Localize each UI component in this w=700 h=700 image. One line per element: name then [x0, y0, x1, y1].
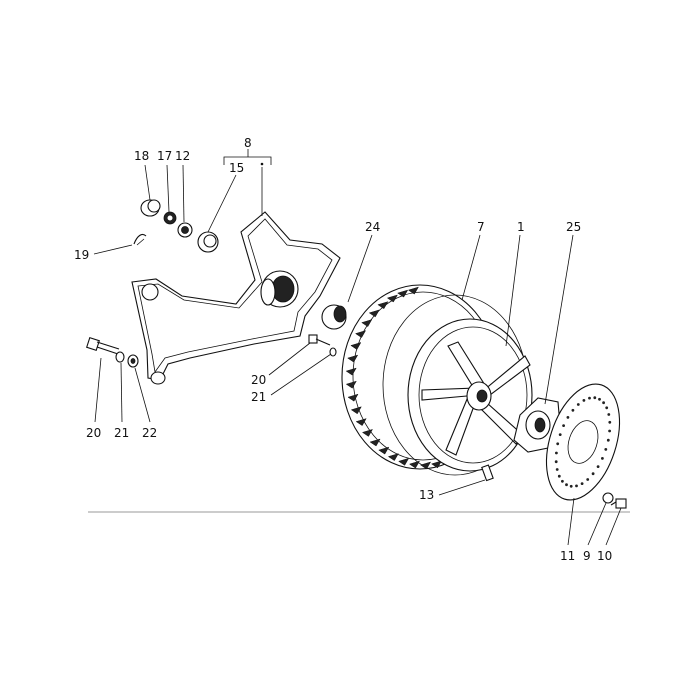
callout-25: 25 — [566, 220, 581, 234]
callout-20-center: 20 — [251, 373, 266, 387]
callout-bracket-8 — [223, 149, 272, 166]
disc-hole — [556, 442, 560, 446]
callout-10: 10 — [597, 549, 612, 563]
tread-mark — [369, 438, 381, 447]
disc-hole — [561, 479, 564, 483]
tread-mark — [386, 294, 398, 303]
tread-mark — [347, 393, 359, 402]
disc-hole — [558, 433, 562, 436]
disc-hole — [582, 399, 586, 402]
disc-hole — [605, 406, 609, 410]
disc-hole — [606, 438, 610, 442]
tread-mark — [355, 418, 367, 426]
disc-hole — [575, 484, 578, 488]
tread-mark — [361, 319, 373, 327]
wheel-rim-1 — [407, 318, 533, 472]
disc-hole — [562, 424, 565, 427]
pin-19 — [133, 233, 147, 246]
tread-mark — [377, 301, 389, 310]
bushing-18 — [140, 199, 161, 217]
tread-mark — [398, 457, 410, 466]
spacer-24 — [321, 304, 347, 330]
disc-hole — [596, 465, 600, 468]
disc-hole — [604, 448, 608, 451]
tread-mark — [397, 289, 409, 298]
bearing-15 — [197, 231, 219, 253]
tread-mark — [347, 354, 359, 363]
swing-arm-8 — [131, 211, 341, 385]
disc-hole — [608, 429, 611, 433]
disc-hole — [593, 396, 597, 400]
callout-labels: 18 17 12 15 8 19 24 7 1 25 20 21 20 21 2… — [74, 136, 612, 563]
leader-lines — [93, 164, 622, 546]
disc-hole — [607, 413, 611, 416]
bolt-20-center — [308, 334, 331, 346]
callout-21-left: 21 — [114, 426, 129, 440]
tread-mark — [345, 380, 357, 389]
disc-hole — [601, 457, 604, 460]
valve-13 — [481, 464, 494, 482]
callout-15: 15 — [229, 161, 244, 175]
disc-hole — [588, 396, 591, 400]
tread-mark — [361, 428, 374, 437]
tread-mark — [355, 330, 367, 338]
disc-hole — [608, 420, 612, 424]
tread-mark — [345, 367, 357, 376]
tread-mark — [350, 342, 362, 350]
brake-disc-11 — [545, 383, 621, 501]
tread-mark — [408, 460, 421, 469]
tread-mark — [420, 461, 432, 470]
bolt-20-left — [86, 337, 120, 355]
disc-hole — [557, 474, 561, 478]
callout-11: 11 — [560, 549, 575, 563]
callout-24: 24 — [365, 220, 380, 234]
washer-21-center — [329, 347, 337, 357]
washer-22-left — [127, 354, 139, 368]
callout-13: 13 — [419, 488, 434, 502]
disc-hole — [555, 468, 559, 471]
disc-hole — [565, 483, 568, 487]
callout-12: 12 — [175, 149, 190, 163]
disc-hole — [555, 451, 558, 455]
callout-18: 18 — [134, 149, 149, 163]
disc-hole — [569, 484, 573, 488]
callout-7: 7 — [477, 220, 485, 234]
bearing-12 — [177, 222, 193, 238]
callout-9: 9 — [583, 549, 591, 563]
bolt-10 — [610, 498, 627, 509]
tread-mark — [387, 453, 399, 461]
disc-hole — [580, 482, 584, 485]
disc-hole — [571, 408, 575, 412]
disc-hole — [554, 460, 558, 464]
tread-mark — [407, 286, 419, 295]
hub-flange-25 — [513, 397, 561, 453]
callout-8: 8 — [244, 136, 252, 150]
callout-1: 1 — [517, 220, 525, 234]
callout-22: 22 — [142, 426, 157, 440]
callout-20-left: 20 — [86, 426, 101, 440]
callout-21-center: 21 — [251, 390, 266, 404]
disc-hole — [598, 397, 601, 401]
disc-hole — [576, 403, 580, 406]
disc-hole — [591, 472, 595, 476]
callout-17: 17 — [157, 149, 172, 163]
disc-hole — [602, 401, 605, 405]
seal-17 — [163, 211, 177, 225]
callout-19: 19 — [74, 248, 89, 262]
tread-mark — [368, 309, 380, 318]
tread-mark — [378, 446, 390, 455]
washer-21-left — [115, 351, 125, 363]
disc-hole — [566, 416, 570, 419]
washer-9 — [602, 492, 614, 504]
tread-mark — [431, 460, 443, 469]
disc-hole — [586, 478, 590, 481]
tread-mark — [350, 406, 362, 415]
